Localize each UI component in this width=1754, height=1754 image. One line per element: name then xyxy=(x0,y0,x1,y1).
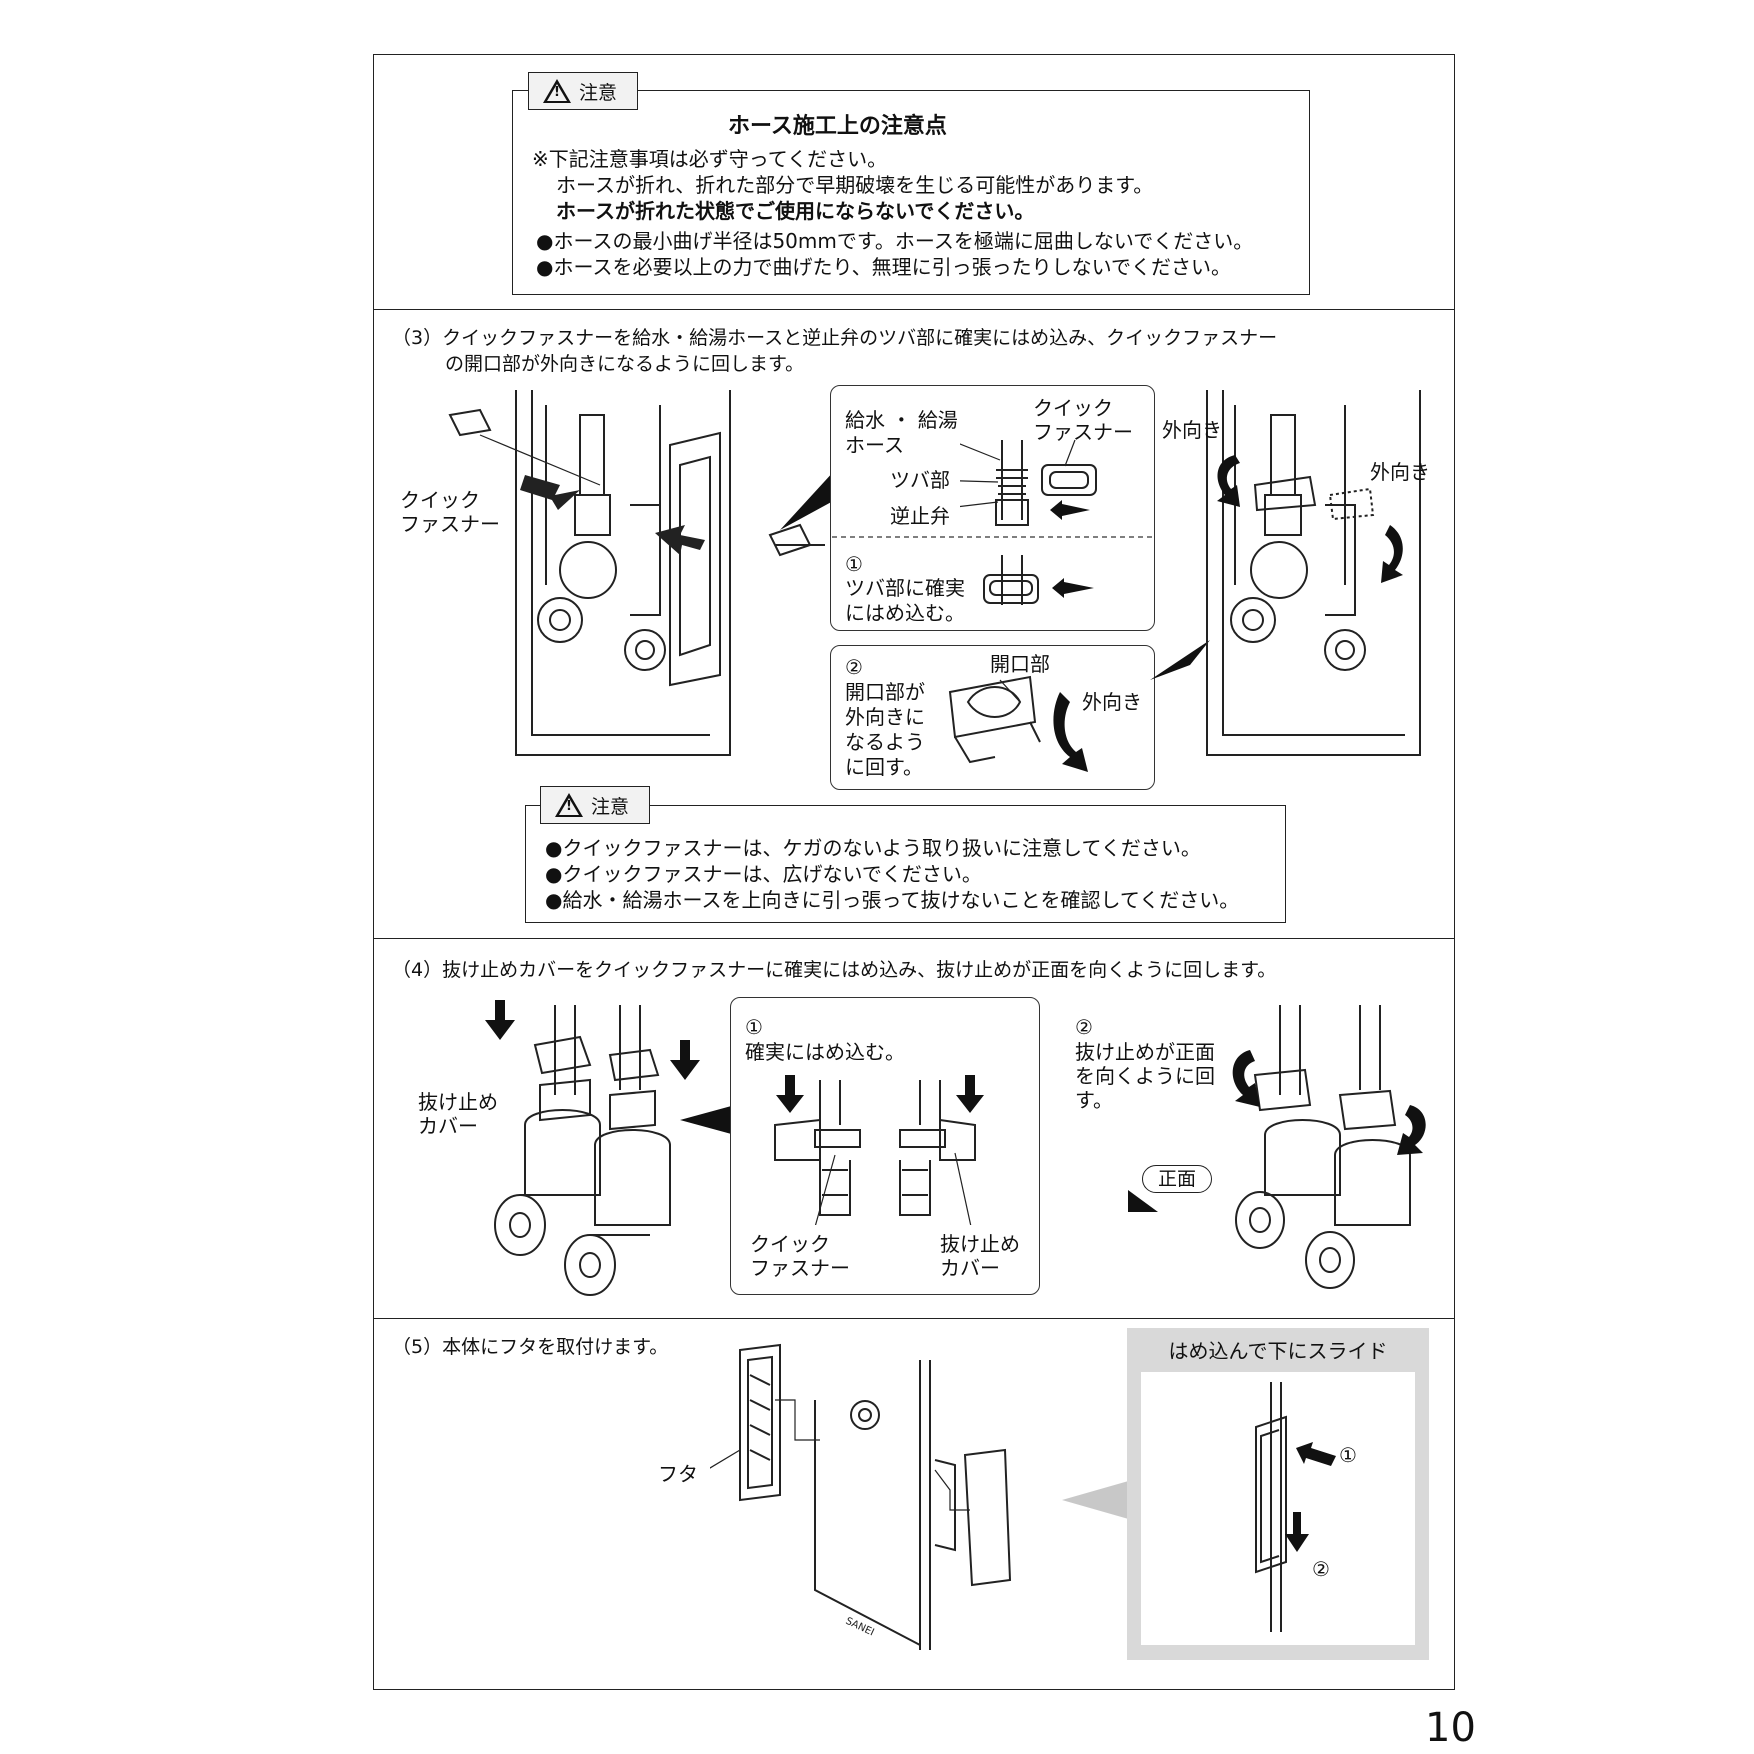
caution-title: ホース施工上の注意点 xyxy=(728,114,947,139)
step3-left-illustration xyxy=(448,390,825,756)
page-frame xyxy=(373,54,1455,1690)
label-fastener-1: クイック xyxy=(1033,396,1113,420)
step5-instruction: （5）本体にフタを取付けます。 xyxy=(392,1336,669,1358)
label-opening-line3: なるよう xyxy=(845,730,925,754)
slide-num-1: ① xyxy=(1339,1443,1357,1467)
step4-fit: 確実にはめ込む。 xyxy=(745,1040,905,1064)
page-number: 10 xyxy=(1425,1705,1476,1751)
caution-tag-label: 注意 xyxy=(591,795,630,818)
label-outward-right-1: 外向き xyxy=(1162,418,1222,442)
label-fit-2: にはめ込む。 xyxy=(845,601,965,625)
label-check-valve: 逆止弁 xyxy=(890,504,950,528)
label-fastener-4-1: クイック xyxy=(750,1232,830,1256)
pointer-wedge-c xyxy=(680,1105,735,1135)
caution-note-line3: ホースが折れた状態でご使用にならないでください。 xyxy=(556,199,1035,223)
step4-right-illustration xyxy=(1232,1005,1426,1289)
slide-drawing xyxy=(1255,1382,1336,1632)
divider-3 xyxy=(373,1318,1455,1319)
label-hose-2: ホース xyxy=(845,433,904,457)
caution-bullet-2: ●ホースを必要以上の力で曲げたり、無理に引っ張ったりしないでください。 xyxy=(536,255,1232,279)
step4-left-label-2: カバー xyxy=(418,1114,478,1138)
step-num-1: ① xyxy=(845,552,863,576)
front-badge: 正面 xyxy=(1142,1165,1212,1193)
label-flange: ツバ部 xyxy=(890,468,950,492)
divider-2 xyxy=(373,938,1455,939)
label-hose-1: 給水 ・ 給湯 xyxy=(845,408,958,432)
step5-illustration: SANEI xyxy=(710,1343,1012,1650)
pointer-wedge-d xyxy=(1062,1480,1132,1520)
detail-opening-drawing xyxy=(948,675,1088,772)
caution-tag-2: 注意 xyxy=(540,786,650,824)
label-outward-detail: 外向き xyxy=(1082,690,1142,714)
caution-tag-label: 注意 xyxy=(579,81,618,104)
caution-bullet-1: ●ホースの最小曲げ半径は50mmです。ホースを極端に屈曲しないでください。 xyxy=(536,229,1254,253)
label-lid: フタ xyxy=(658,1462,698,1486)
label-outward-right-2: 外向き xyxy=(1370,460,1430,484)
label-opening-line2: 外向きに xyxy=(845,705,925,729)
label-fastener-4-2: ファスナー xyxy=(750,1256,850,1280)
step4-right-line2: を向くように回 xyxy=(1075,1064,1215,1088)
label-fastener-2: ファスナー xyxy=(1033,420,1133,444)
caution2-bullet-3: ●給水・給湯ホースを上向きに引っ張って抜けないことを確認してください。 xyxy=(545,888,1240,912)
detail-cover-drawing xyxy=(774,1075,984,1225)
slide-inner xyxy=(1141,1372,1415,1645)
label-fit-1: ツバ部に確実 xyxy=(845,576,965,600)
divider-1 xyxy=(373,309,1455,310)
label-opening-line4: に回す。 xyxy=(845,755,923,779)
step4-left-label-1: 抜け止め xyxy=(418,1090,498,1114)
caution-box-fastener xyxy=(525,805,1286,923)
step3-instruction-line1: （3）クイックファスナーを給水・給湯ホースと逆止弁のツバ部に確実にはめ込み、クイ… xyxy=(392,327,1278,349)
detail-flange-drawing xyxy=(960,439,1097,605)
step3-instruction-line2: の開口部が外向きになるように回します。 xyxy=(445,353,805,375)
warning-icon xyxy=(555,793,583,817)
step4-num-1: ① xyxy=(745,1015,763,1039)
step3-right-illustration xyxy=(1206,390,1421,756)
detail-box-flange xyxy=(830,385,1155,631)
step-num-2: ② xyxy=(845,655,863,679)
slide-num-2: ② xyxy=(1312,1557,1330,1581)
label-opening: 開口部 xyxy=(990,652,1050,676)
warning-icon xyxy=(543,79,571,103)
caution-tag-1: 注意 xyxy=(528,72,638,110)
front-pointer xyxy=(1128,1190,1158,1212)
caution-box-hose xyxy=(512,90,1310,295)
slide-title: はめ込んで下にスライド xyxy=(1168,1339,1388,1363)
pointer-wedge-a xyxy=(780,470,835,530)
detail-box-cover xyxy=(730,997,1040,1295)
step4-right-line3: す。 xyxy=(1075,1088,1113,1112)
step4-instruction: （4）抜け止めカバーをクイックファスナーに確実にはめ込み、抜け止めが正面を向くよ… xyxy=(392,959,1277,981)
caution2-bullet-1: ●クイックファスナーは、ケガのないよう取り扱いに注意してください。 xyxy=(545,836,1201,860)
step3-left-label-1: クイック xyxy=(400,488,480,512)
label-opening-line1: 開口部が xyxy=(845,680,925,704)
caution2-bullet-2: ●クイックファスナーは、広げないでください。 xyxy=(545,862,982,886)
step4-right-line1: 抜け止めが正面 xyxy=(1075,1040,1215,1064)
step4-left-illustration xyxy=(485,1000,700,1296)
step3-left-label-2: ファスナー xyxy=(400,512,500,536)
caution-note-line2: ホースが折れ、折れた部分で早期破壊を生じる可能性があります。 xyxy=(556,173,1154,197)
pointer-wedge-b xyxy=(1150,640,1210,680)
label-cover-1: 抜け止め xyxy=(940,1232,1020,1256)
label-cover-2: カバー xyxy=(940,1256,1000,1280)
step4-num-2: ② xyxy=(1075,1015,1093,1039)
caution-note-line1: ※下記注意事項は必ず守ってください。 xyxy=(532,147,888,171)
